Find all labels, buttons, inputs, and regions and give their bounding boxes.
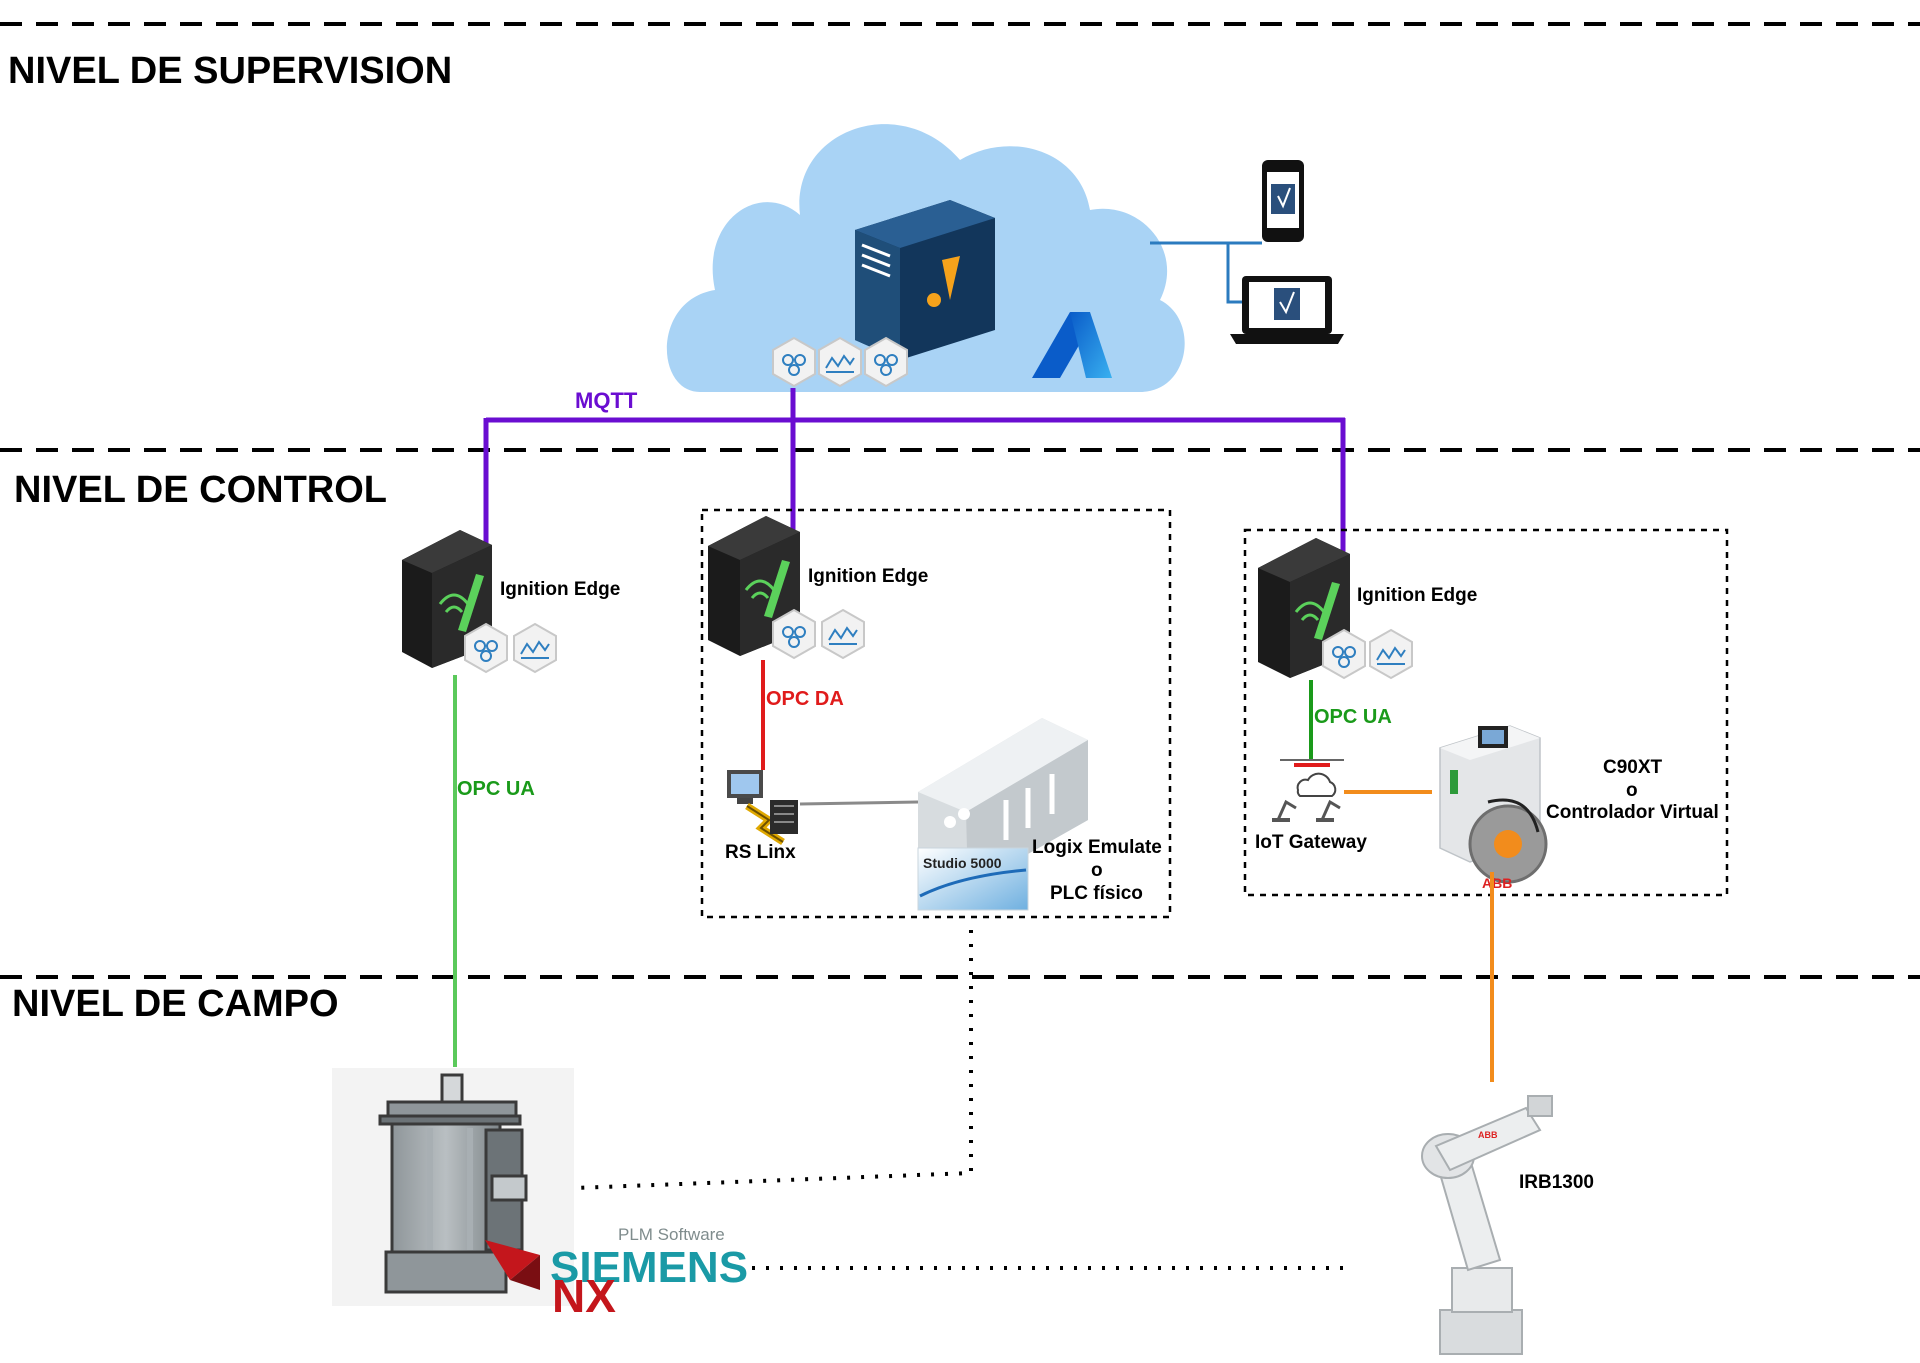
rs-linx-label: RS Linx [725, 842, 796, 863]
edge-center-label: Ignition Edge [808, 566, 928, 587]
svg-text:ABB: ABB [1478, 1130, 1498, 1140]
module-hexagon-icon [821, 609, 865, 659]
logix-label-line1: Logix Emulate [1032, 837, 1162, 858]
siemens-text: SIEMENS [550, 1243, 748, 1292]
controller-label-line1: C90XT [1603, 757, 1663, 778]
abb-group-box [1243, 528, 1729, 897]
studio-5000-text: Studio 5000 [923, 855, 1002, 871]
logix-label-line3: PLC físico [1050, 883, 1143, 904]
level-separators [0, 22, 1920, 979]
abb-logo-text: ABB [1482, 875, 1512, 891]
iot-gateway-label: IoT Gateway [1255, 832, 1367, 853]
laptop-icon [1230, 276, 1344, 344]
mqtt-label: MQTT [575, 388, 638, 413]
rslinx-icon [727, 770, 798, 845]
rslogix-group-box [700, 508, 1172, 919]
rslinx-plc-link [799, 800, 919, 806]
opc-ua-right-label: OPC UA [1314, 706, 1392, 728]
iot-gateway-icon [1272, 759, 1344, 822]
studio-5000-logo: Studio 5000 [917, 847, 1029, 911]
robot-arm-icon: ABB [1421, 1095, 1553, 1355]
nx-text: NX [552, 1270, 616, 1322]
controller-label-line2: o [1626, 780, 1638, 801]
azure-logo-icon [1032, 312, 1112, 378]
edge-left-label: Ignition Edge [500, 579, 620, 600]
level-title-supervision: NIVEL DE SUPERVISION [8, 50, 452, 92]
opc-ua-left-label: OPC UA [457, 778, 535, 800]
robot-controller-icon [1439, 725, 1548, 884]
edge-right-label: Ignition Edge [1357, 585, 1477, 606]
plm-software-text: PLM Software [618, 1225, 725, 1244]
cloud-modules [772, 337, 908, 387]
module-hexagon-icon [1369, 629, 1413, 679]
field-dotted-links [574, 930, 1350, 1270]
smartphone-icon [1262, 160, 1304, 242]
module-hexagon-icon [513, 623, 557, 673]
siemens-nx-logo: PLM Software SIEMENS NX [485, 1225, 748, 1322]
client-links [1150, 241, 1262, 304]
robot-label: IRB1300 [1519, 1172, 1594, 1193]
controller-label-line3: Controlador Virtual [1546, 802, 1719, 823]
motor-icon [332, 1068, 574, 1306]
ignition-server-icon [855, 200, 995, 360]
level-title-control: NIVEL DE CONTROL [14, 469, 387, 511]
opc-da-label: OPC DA [766, 688, 844, 710]
level-title-campo: NIVEL DE CAMPO [12, 983, 339, 1025]
logix-label-line2: o [1091, 860, 1103, 881]
